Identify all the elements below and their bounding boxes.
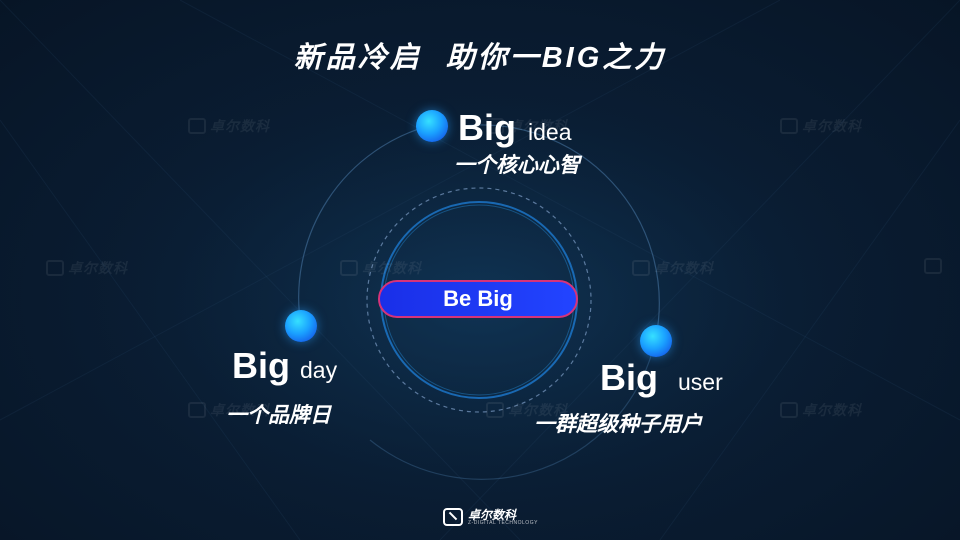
watermark: 卓尔数科 <box>780 116 862 136</box>
watermark: 卓尔数科 <box>632 258 714 278</box>
node-user-word: user <box>678 369 723 395</box>
orb-day-icon <box>285 310 317 342</box>
logo-icon <box>443 508 463 526</box>
watermark <box>924 258 946 274</box>
be-big-label: Be Big <box>443 286 513 311</box>
node-day-word: day <box>300 357 338 383</box>
watermark: 卓尔数科 <box>486 400 568 420</box>
outer-ring <box>298 124 660 480</box>
title-part-1: 新品冷启 <box>293 42 422 74</box>
footer-logo: 卓尔数科 Z-DIGITAL TECHNOLOGY <box>443 506 538 528</box>
logo-subtext: Z-DIGITAL TECHNOLOGY <box>468 519 538 526</box>
be-big-badge: Be Big <box>378 280 578 318</box>
watermark: 卓尔数科 <box>46 258 128 278</box>
watermark: 卓尔数科 <box>188 400 270 420</box>
watermark: 卓尔数科 <box>188 116 270 136</box>
orb-user-icon <box>640 325 672 357</box>
node-day-big: Big <box>232 345 290 386</box>
watermark: 卓尔数科 <box>340 258 422 278</box>
node-day-caption: 一个品牌日 <box>226 404 331 427</box>
page-title: 新品冷启助你一BIG之力 <box>0 34 960 76</box>
node-idea-word: idea <box>528 119 572 145</box>
node-idea-caption: 一个核心心智 <box>454 154 580 177</box>
node-idea-big: Big <box>458 107 516 148</box>
watermark: 卓尔数科 <box>486 116 568 136</box>
node-user-big: Big <box>600 357 658 398</box>
dashed-ring <box>366 187 592 413</box>
title-part-2: 助你一BIG之力 <box>445 42 667 74</box>
watermark: 卓尔数科 <box>780 400 862 420</box>
logo-text: 卓尔数科 <box>468 507 517 522</box>
orb-idea-icon <box>416 110 448 142</box>
node-user-caption: 一群超级种子用户 <box>534 413 702 436</box>
